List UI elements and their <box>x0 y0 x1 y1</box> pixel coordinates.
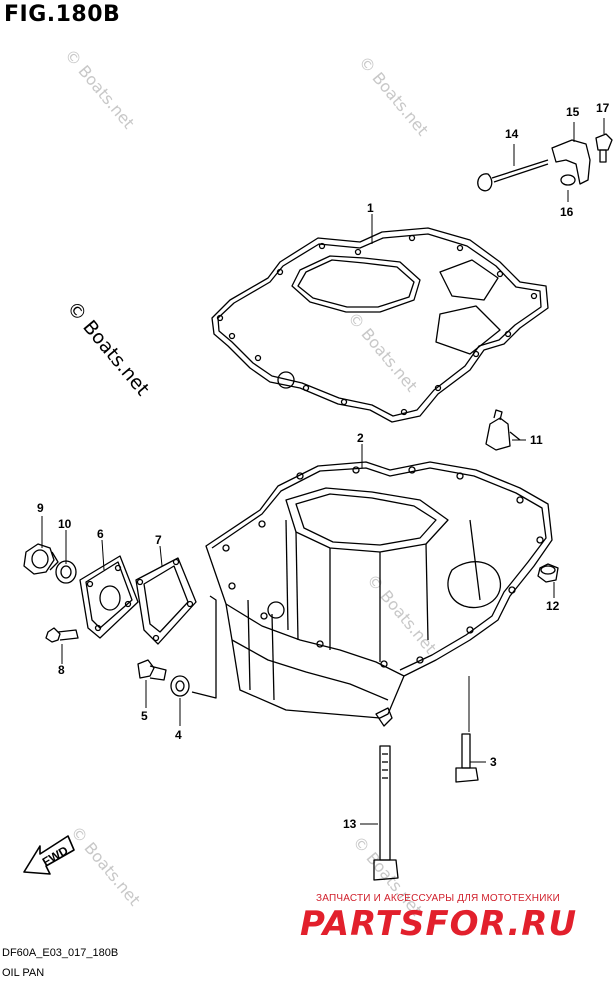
fwd-label: FWD <box>40 843 71 869</box>
part-number-5: 5 <box>141 709 148 723</box>
figure-code: DF60A_E03_017_180B <box>2 947 119 959</box>
part-number-15: 15 <box>566 105 580 119</box>
washer-part-4 <box>170 675 190 697</box>
guide-tube-part-15 <box>551 139 591 185</box>
watermark-text: © Boats.net <box>67 822 144 909</box>
ad-tagline: ЗАПЧАСТИ И АКСЕССУАРЫ ДЛЯ МОТОТЕХНИКИ <box>316 893 561 904</box>
drain-plug-part-9 <box>23 543 59 575</box>
part-number-7: 7 <box>155 533 162 547</box>
ad-logo: PARTSFOR.RU <box>300 904 578 944</box>
part-number-17: 17 <box>596 101 610 115</box>
bolt-part-13 <box>373 745 399 881</box>
forward-arrow: FWD <box>23 835 75 875</box>
figure-caption: OIL PAN <box>2 967 45 979</box>
leader-lines <box>41 118 605 825</box>
sensor-part-11 <box>485 409 521 451</box>
figure-title: FIG.180B <box>4 2 121 27</box>
watermark-text: © Boats.net <box>355 52 432 139</box>
cover-plate-part-6 <box>79 555 139 639</box>
oil-pan-part-2 <box>205 461 553 727</box>
watermark-text: © Boats.net <box>344 308 421 395</box>
gasket-part-1 <box>211 227 549 423</box>
oring-part-16 <box>560 174 576 186</box>
part-number-13: 13 <box>343 817 357 831</box>
part-number-8: 8 <box>58 663 65 677</box>
part-number-9: 9 <box>37 501 44 515</box>
watermark-text: © Boats.net <box>61 45 138 132</box>
part-number-4: 4 <box>175 728 182 742</box>
watermarks: © Boats.net © Boats.net © Boats.net © Bo… <box>61 45 440 919</box>
plug-part-12 <box>537 563 559 583</box>
part-number-14: 14 <box>505 127 519 141</box>
part-number-11: 11 <box>530 433 543 447</box>
bolt-part-17 <box>595 133 613 163</box>
part-number-16: 16 <box>560 205 574 219</box>
part-number-3: 3 <box>490 755 497 769</box>
part-number-10: 10 <box>58 517 72 531</box>
plug-part-5 <box>137 659 167 681</box>
part-numbers: 1 2 3 4 5 6 7 8 9 10 11 12 13 14 15 16 1… <box>37 101 610 831</box>
watermark-text-dark: © Boats.net <box>62 297 153 400</box>
bolt-part-8 <box>45 627 79 643</box>
part-number-1: 1 <box>367 201 374 215</box>
part-number-2: 2 <box>357 431 364 445</box>
dipstick-part-14 <box>477 159 549 192</box>
gasket-part-7 <box>135 557 197 645</box>
watermark-text: © Boats.net <box>363 570 440 657</box>
part-number-6: 6 <box>97 527 104 541</box>
gasket-part-10 <box>55 560 77 584</box>
leader-bracket <box>191 595 217 699</box>
part-number-12: 12 <box>546 599 560 613</box>
bolt-part-3 <box>455 733 479 783</box>
